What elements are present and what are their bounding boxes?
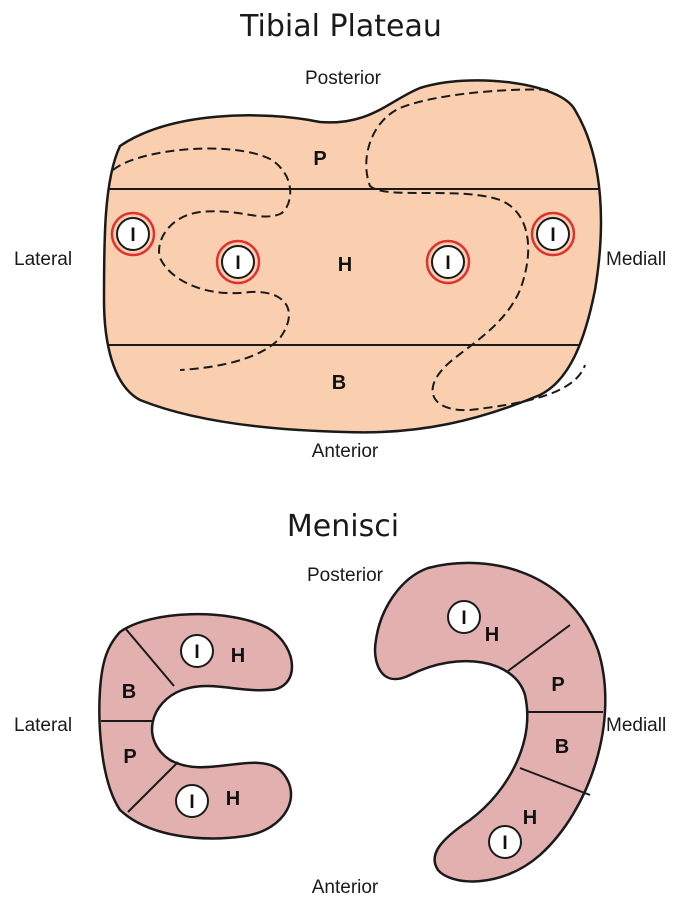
medial-meniscus-outline (375, 563, 605, 882)
svg-text:I: I (550, 225, 555, 246)
svg-text:I: I (189, 792, 194, 813)
svg-text:I: I (194, 642, 199, 663)
plateau-lateral-label: Lateral (14, 249, 72, 270)
svg-text:I: I (461, 608, 466, 629)
medial-meniscus-zone-p: P (551, 674, 564, 696)
menisci-lateral-label: Lateral (14, 715, 72, 736)
implant-marker-medial-inner: I (427, 241, 469, 283)
plateau-medial-label: Mediall (606, 249, 666, 270)
medial-meniscus-implant-top: I (448, 601, 480, 633)
menisci-medial-label: Mediall (606, 715, 666, 736)
menisci-posterior-label: Posterior (307, 565, 384, 586)
medial-meniscus-zone-b: B (555, 736, 569, 758)
lateral-meniscus-zone-b: B (122, 681, 136, 703)
implant-marker-lateral-inner: I (217, 241, 259, 283)
lateral-meniscus-zone-p: P (123, 746, 136, 768)
svg-text:I: I (445, 253, 450, 274)
plateau-posterior-label: Posterior (305, 68, 382, 89)
zone-posterior-label: P (313, 148, 326, 170)
lateral-meniscus-implant-top: I (181, 635, 213, 667)
plateau-anterior-label: Anterior (312, 441, 379, 462)
svg-text:I: I (235, 253, 240, 274)
implant-marker-medial-outer: I (532, 213, 574, 255)
medial-meniscus-zone-h-top: H (485, 624, 499, 646)
zone-body-label: B (332, 372, 346, 394)
tibial-plateau-title: Tibial Plateau (239, 9, 442, 44)
lateral-meniscus-zone-h-bottom: H (226, 788, 240, 810)
lateral-meniscus-zone-h-top: H (231, 645, 245, 667)
tibial-plateau-outline (104, 80, 601, 432)
menisci-anterior-label: Anterior (312, 877, 379, 898)
svg-text:I: I (130, 225, 135, 246)
medial-meniscus-implant-bottom: I (489, 826, 521, 858)
zone-horizontal-label: H (338, 254, 352, 276)
menisci-title: Menisci (287, 509, 399, 544)
medial-meniscus-zone-h-bottom: H (523, 807, 537, 829)
lateral-meniscus-implant-bottom: I (176, 785, 208, 817)
implant-marker-lateral-outer: I (112, 213, 154, 255)
svg-text:I: I (502, 833, 507, 854)
